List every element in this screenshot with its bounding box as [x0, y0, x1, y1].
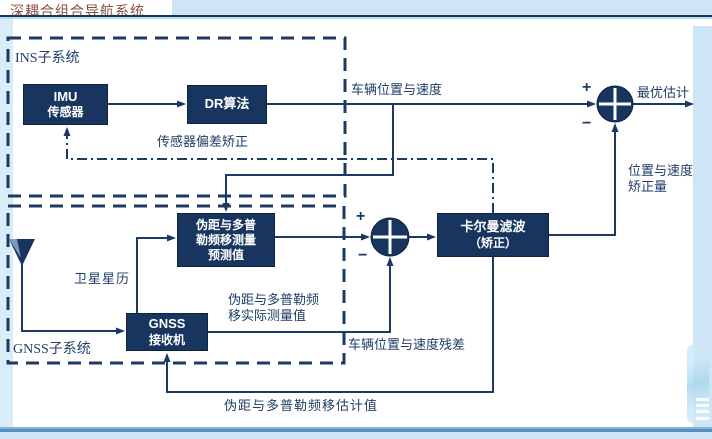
- sum-junction-2: [370, 217, 410, 257]
- junction2-plus-sign: +: [356, 208, 366, 225]
- top-band: [0, 0, 712, 15]
- edge-branch-to-prediction: [222, 104, 394, 212]
- label-pos-vel-residual: 车辆位置与速度残差: [348, 337, 466, 352]
- right-margin-strip: [693, 26, 712, 427]
- ins-subsystem-label: INS子系统: [15, 51, 80, 66]
- label-pos-vel-correction: 位置与速度 矫正量: [628, 163, 694, 194]
- label-optimal-estimate: 最优估计: [637, 85, 690, 100]
- edge-ephemeris: [136, 234, 176, 313]
- edge-kalman-to-junction1: [549, 123, 619, 236]
- edge-receiver-to-junction2: [208, 257, 394, 333]
- edge-antenna-to-receiver: [21, 263, 125, 335]
- junction1-minus-sign: −: [582, 115, 592, 132]
- header-rule: [0, 15, 712, 17]
- gnss-antenna-icon: [9, 239, 35, 266]
- label-satellite-ephemeris: 卫星星历: [74, 271, 131, 286]
- footer-accent-line: [0, 429, 712, 432]
- junction1-plus-sign: +: [582, 79, 592, 96]
- gnss-subsystem-label: GNSS子系统: [13, 342, 91, 357]
- label-sensor-bias-correction: 传感器偏差矫正: [157, 134, 249, 149]
- bottom-band: [0, 432, 712, 439]
- gnss-subsystem-box: [6, 204, 346, 365]
- sum-junction-1: [596, 85, 634, 123]
- header-rule-light: [0, 17, 712, 19]
- footer-rule: [0, 427, 712, 429]
- watermark-glyph: [696, 398, 709, 426]
- label-actual-measurement: 伪距与多普勒频 移实际测量值: [228, 292, 320, 323]
- block-gnss-receiver: GNSS 接收机: [126, 313, 208, 351]
- block-prediction: 伪距与多普 勒频移测量 预测值: [177, 213, 275, 267]
- block-imu-sensor: IMU 传感器: [23, 84, 108, 125]
- edge-sensor-bias-correction: [63, 127, 494, 213]
- edge-kalman-feedback-to-receiver: [163, 257, 494, 393]
- title-background: [0, 0, 172, 15]
- ins-subsystem-box: [6, 36, 347, 198]
- label-estimated-values-feedback: 伪距与多普勒频移估计值: [224, 398, 379, 413]
- block-dr-algorithm: DR算法: [187, 85, 267, 124]
- junction2-minus-sign: −: [358, 247, 368, 264]
- label-vehicle-pos-vel: 车辆位置与速度: [351, 82, 443, 97]
- block-kalman-filter: 卡尔曼滤波 （矫正）: [437, 213, 549, 257]
